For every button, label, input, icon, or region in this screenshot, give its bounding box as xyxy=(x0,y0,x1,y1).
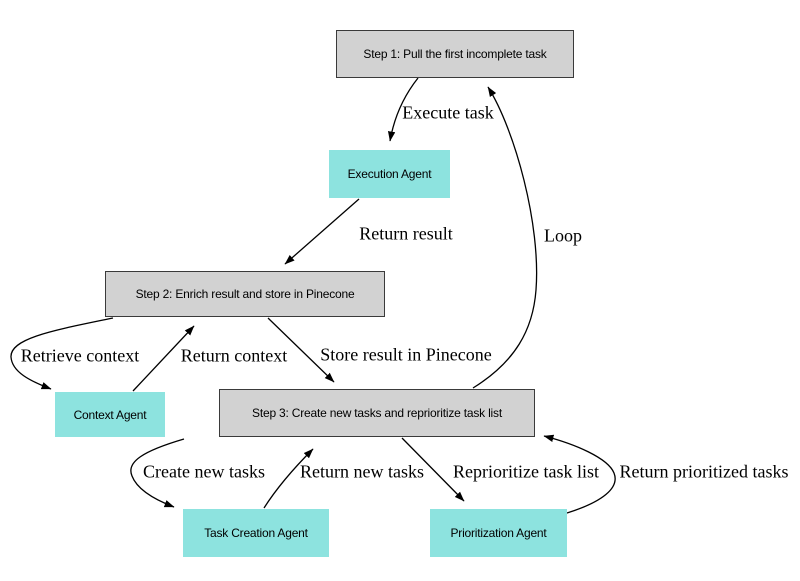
node-task-creation-agent: Task Creation Agent xyxy=(183,509,329,557)
node-step3: Step 3: Create new tasks and reprioritiz… xyxy=(219,389,535,437)
edge-label-execute-task: Execute task xyxy=(402,102,494,123)
edge-loop xyxy=(472,86,538,389)
edge-label-reprioritize-task-list: Reprioritize task list xyxy=(453,461,599,482)
edge-label-create-new-tasks: Create new tasks xyxy=(143,461,265,482)
edge-retrieve-context xyxy=(10,317,114,390)
edge-label-return-prioritized-tasks: Return prioritized tasks xyxy=(619,461,789,482)
edge-label-return-new-tasks: Return new tasks xyxy=(300,461,424,482)
edge-execute-task xyxy=(387,77,419,142)
edge-return-prioritized-tasks xyxy=(543,434,616,514)
edge-label-retrieve-context: Retrieve context xyxy=(20,345,140,366)
edge-label-loop: Loop xyxy=(544,225,582,246)
edge-reprioritize-task-list xyxy=(401,437,465,502)
edge-store-result-in-pinecone xyxy=(267,317,335,383)
node-context-agent: Context Agent xyxy=(55,392,165,437)
edge-label-return-context: Return context xyxy=(180,345,288,366)
edge-label-store-result-in-pinecone: Store result in Pinecone xyxy=(320,344,492,365)
edge-return-result xyxy=(284,198,360,265)
edge-create-new-tasks xyxy=(130,438,185,508)
edge-label-return-result: Return result xyxy=(359,223,453,244)
node-step2: Step 2: Enrich result and store in Pinec… xyxy=(105,271,385,317)
node-prioritization-agent: Prioritization Agent xyxy=(430,509,567,557)
node-execution-agent: Execution Agent xyxy=(329,150,450,198)
edge-return-context xyxy=(132,325,195,392)
node-step1: Step 1: Pull the first incomplete task xyxy=(336,30,574,78)
edge-return-new-tasks xyxy=(263,448,314,509)
